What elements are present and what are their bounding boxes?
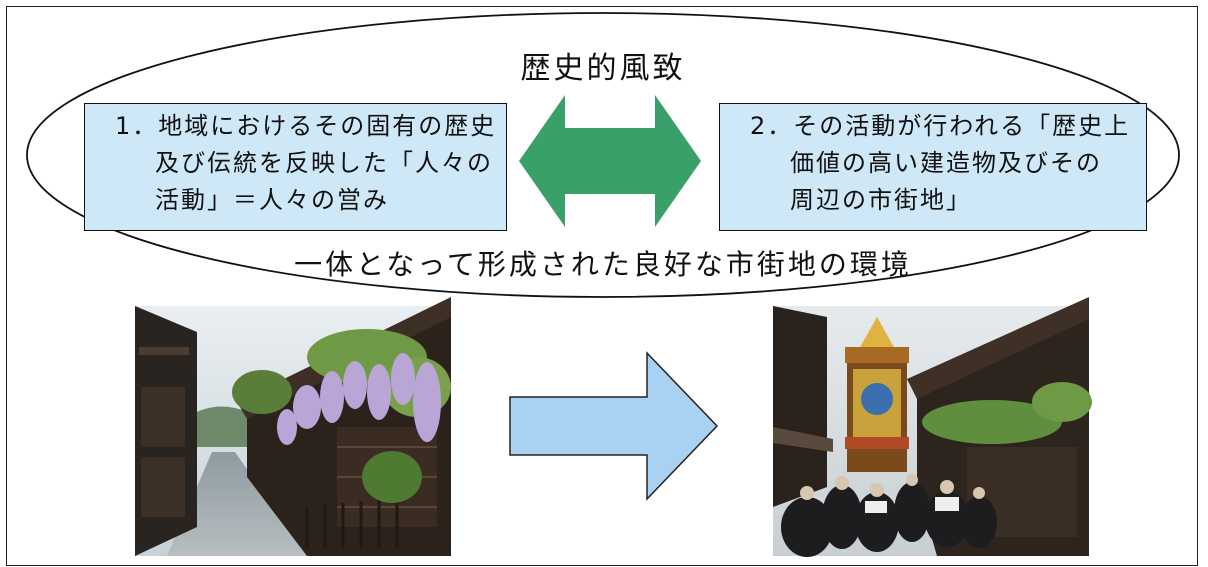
- photo-festival-float: [773, 297, 1092, 557]
- box1-line-3: 活動」＝人々の営み: [155, 186, 389, 214]
- photo-old-street-wisteria: [135, 297, 451, 556]
- box2-line-2: 価値の高い建造物及びその: [790, 149, 1102, 177]
- photo-section: [135, 297, 1092, 557]
- box1-line-2: 及び伝統を反映した「人々の: [155, 149, 493, 177]
- diagram-subtitle: 一体となって形成された良好な市街地の環境: [294, 248, 912, 281]
- box-human-activities: 1．地域におけるその固有の歴史 及び伝統を反映した「人々の 活動」＝人々の営み: [84, 103, 507, 231]
- box2-line-3: 周辺の市街地」: [790, 186, 972, 214]
- box-historic-buildings: 2．その活動が行われる「歴史上 価値の高い建造物及びその 周辺の市街地」: [719, 103, 1147, 231]
- right-arrow: [509, 351, 719, 501]
- double-arrow: [519, 95, 701, 227]
- box1-line-1: 1．地域におけるその固有の歴史: [115, 112, 497, 140]
- figure-frame: 歴史的風致 1．地域におけるその固有の歴史 及び伝統を反映した「人々の 活動」＝…: [6, 6, 1198, 566]
- diagram-title: 歴史的風致: [520, 51, 686, 86]
- box2-line-1: 2．その活動が行われる「歴史上: [750, 112, 1131, 140]
